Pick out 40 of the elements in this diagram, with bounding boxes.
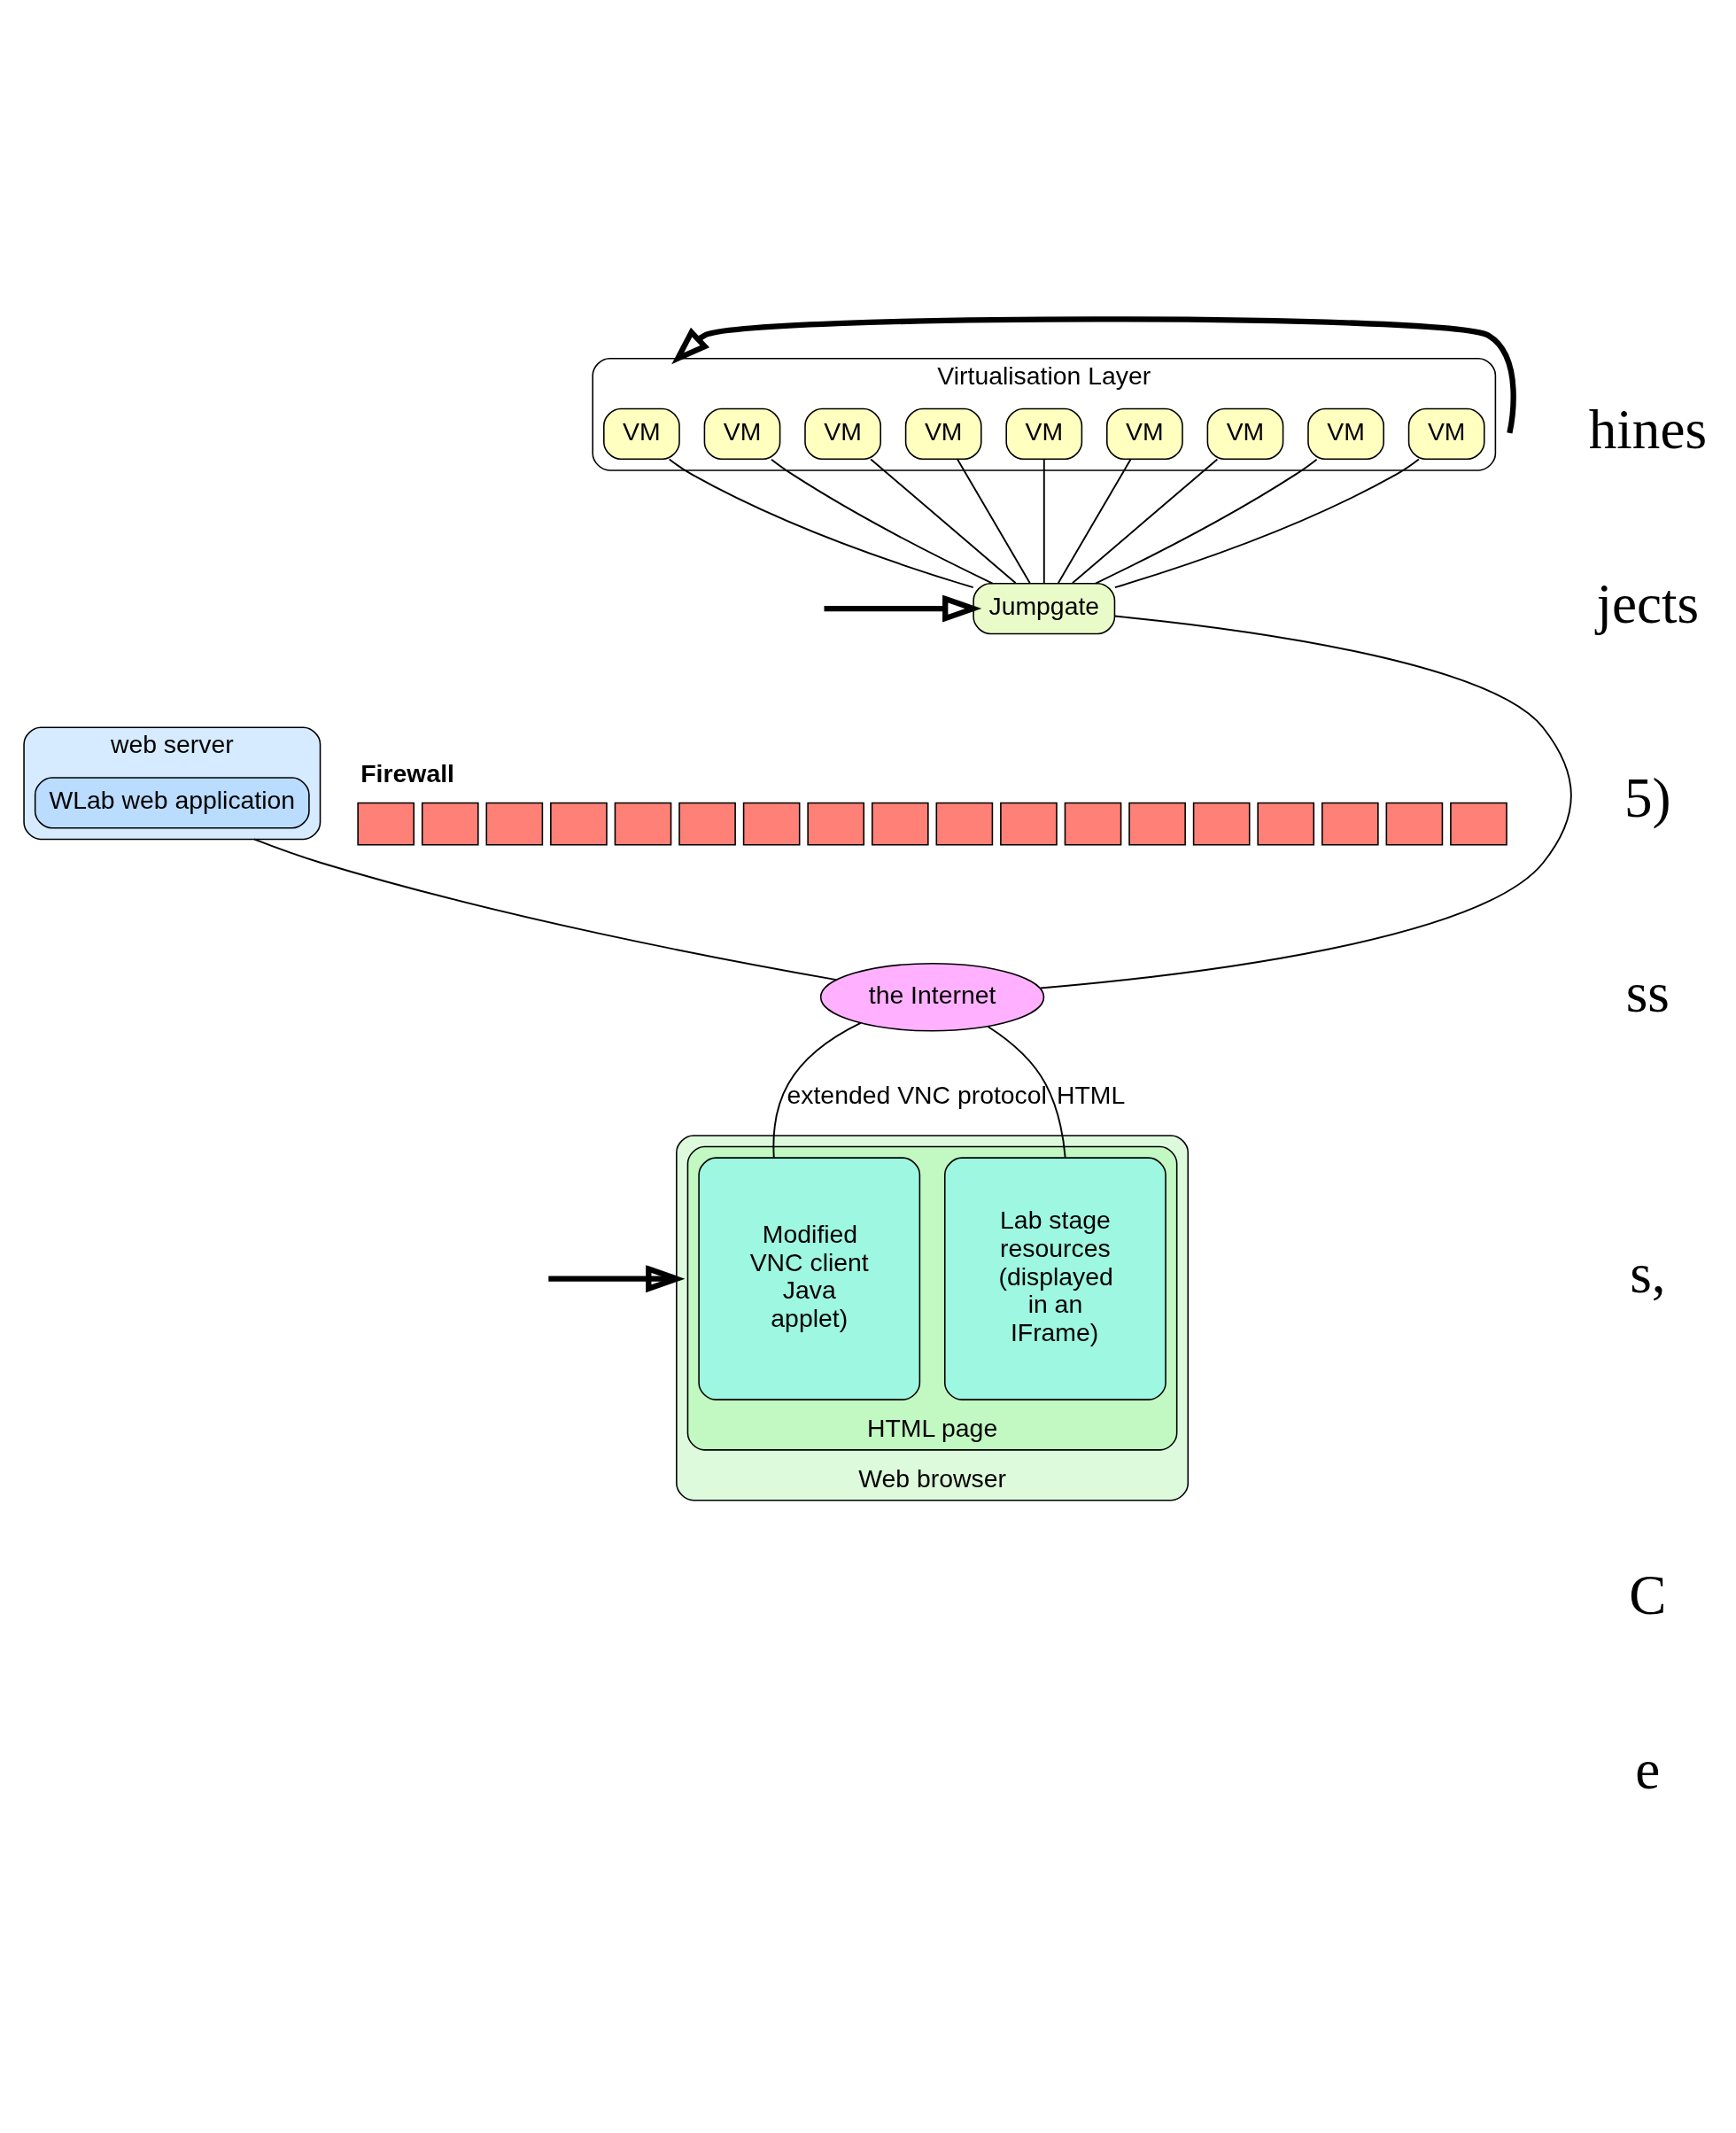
- connector: [870, 458, 1017, 584]
- connector: [772, 1021, 862, 1159]
- label: jects: [1596, 572, 1700, 635]
- connector: [668, 458, 974, 588]
- connector: [771, 458, 994, 584]
- label: 5): [1624, 766, 1671, 829]
- node-box: Jumpgate: [973, 582, 1116, 634]
- node-ellipse: the Internet: [819, 962, 1045, 1031]
- node-box: VM: [703, 407, 781, 460]
- node-box: VM: [1106, 407, 1183, 460]
- edge-label: HTML: [1057, 1080, 1126, 1109]
- node-box: Lab stage resources (displayed in an IFrame): [944, 1156, 1166, 1400]
- connector: [1039, 615, 1572, 989]
- connector: [1057, 458, 1132, 584]
- label: e: [1635, 1738, 1661, 1801]
- label: C: [1629, 1563, 1667, 1625]
- node-label: Firewall: [360, 758, 454, 787]
- node-box: WLab web application: [34, 776, 310, 829]
- connector: [957, 458, 1031, 584]
- edge-label: extended VNC protocol: [787, 1080, 1047, 1109]
- connector: [1071, 458, 1219, 584]
- arrow: [824, 594, 982, 623]
- label: ss: [1625, 961, 1670, 1023]
- connector: [253, 838, 838, 981]
- node-box: VM: [1206, 407, 1284, 460]
- node-box: Modified VNC client Java applet): [698, 1156, 921, 1400]
- connector: [1113, 458, 1420, 588]
- connector: [1095, 458, 1318, 584]
- node-box: VM: [1307, 407, 1384, 460]
- arrow: [671, 315, 1516, 433]
- node-box: VM: [1407, 407, 1485, 460]
- node-box: VM: [1005, 407, 1083, 460]
- arrow: [548, 1264, 686, 1292]
- connector: [987, 1025, 1066, 1159]
- label: hines: [1588, 398, 1707, 461]
- label: s,: [1630, 1242, 1666, 1305]
- connector: [1042, 458, 1045, 584]
- node-box: VM: [904, 407, 982, 460]
- node-box: VM: [603, 407, 680, 460]
- node-box: VM: [804, 407, 881, 460]
